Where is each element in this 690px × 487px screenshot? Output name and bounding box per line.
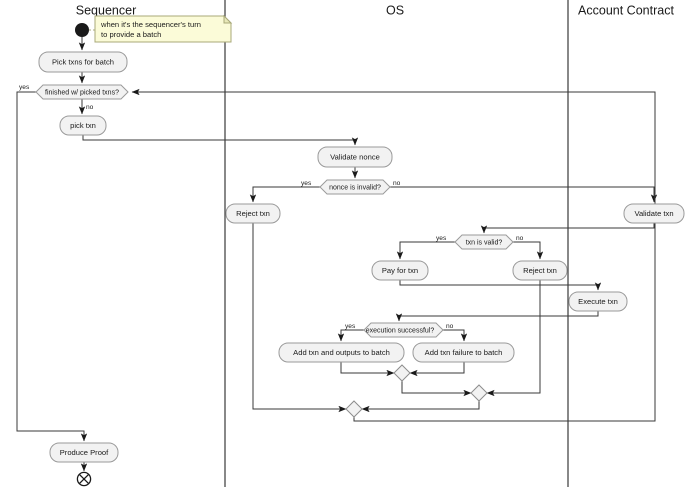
action-produce-proof-label: Produce Proof [60, 448, 109, 457]
action-produce-proof-shape[interactable] [49, 442, 119, 463]
action-pay-for-txn-shape[interactable] [371, 260, 429, 281]
edge-exec-no-to-add-failure [443, 329, 468, 342]
decision-nonce-is-invalid[interactable]: nonce is invalid? yes no [301, 179, 401, 195]
decision-nonce-shape[interactable] [319, 179, 391, 195]
decision-finished-shape[interactable] [35, 84, 129, 100]
edge-finished-yes-to-produce-proof [16, 91, 88, 442]
action-reject-txn-nonce-label: Reject txn [236, 209, 270, 218]
edge-valid-yes-to-pay-for-txn [396, 241, 455, 260]
decision-txn-valid-label: txn is valid? [466, 239, 503, 246]
start-note: when it's the sequencer's turn to provid… [89, 14, 233, 43]
swimlane-title-os: OS [386, 3, 404, 17]
action-reject-txn-nonce-shape[interactable] [225, 203, 281, 224]
action-execute-txn-shape[interactable] [568, 291, 628, 312]
action-pick-txns-for-batch-shape[interactable] [38, 51, 128, 73]
final-node-cross-2 [78, 473, 90, 485]
edge-add-failure-to-merge-inner [409, 362, 465, 377]
decision-txn-is-valid[interactable]: txn is valid? yes no [436, 234, 524, 250]
swimlane-title-account-contract: Account Contract [578, 3, 674, 17]
merge-node-inner [393, 364, 411, 382]
action-reject-txn-invalid[interactable]: Reject txn [512, 260, 568, 281]
decision-txn-valid-shape[interactable] [454, 234, 514, 250]
swimlane-dividers [224, 0, 569, 487]
note-line-1: when it's the sequencer's turn [100, 20, 201, 29]
action-add-txn-and-outputs-to-batch[interactable]: Add txn and outputs to batch [278, 342, 405, 363]
decision-execution-label: execution successful? [366, 327, 435, 334]
final-node [76, 471, 92, 487]
edge-execute-txn-to-exec-decision [395, 311, 599, 322]
edge-valid-no-to-reject-txn [513, 241, 544, 260]
action-reject-txn-nonce[interactable]: Reject txn [225, 203, 281, 224]
action-reject-txn-invalid-shape[interactable] [512, 260, 568, 281]
merge-node-outer [345, 400, 363, 418]
edge-add-outputs-to-merge-inner [340, 362, 395, 377]
action-pick-txn-label: pick txn [70, 121, 96, 130]
edge-merge-inner-to-merge-mid [401, 381, 472, 397]
merge-nodes [345, 364, 488, 418]
branch-label-nonce-no: no [393, 180, 401, 187]
action-validate-nonce-shape[interactable] [317, 146, 393, 168]
decision-nonce-label: nonce is invalid? [329, 184, 381, 191]
branch-label-valid-no: no [516, 235, 524, 242]
action-add-outputs-shape[interactable] [278, 342, 405, 363]
action-pick-txn-shape[interactable] [59, 115, 107, 136]
action-reject-txn-invalid-label: Reject txn [523, 266, 557, 275]
action-execute-txn-label: Execute txn [578, 297, 618, 306]
action-validate-txn[interactable]: Validate txn [623, 203, 685, 224]
branch-label-finished-yes: yes [19, 84, 30, 91]
action-produce-proof[interactable]: Produce Proof [49, 442, 119, 463]
action-validate-nonce-label: Validate nonce [330, 153, 380, 162]
branch-label-valid-yes: yes [436, 235, 447, 242]
action-pick-txns-for-batch-label: Pick txns for batch [52, 58, 114, 67]
action-validate-txn-shape[interactable] [623, 203, 685, 224]
initial-node [75, 23, 89, 37]
edge-reject-nonce-to-merge-outer [252, 223, 347, 413]
edge-nonce-yes-to-reject-txn [249, 186, 320, 203]
action-pay-for-txn-label: Pay for txn [382, 266, 418, 275]
decision-finished-with-picked-txns[interactable]: finished w/ picked txns? yes no [19, 84, 129, 111]
action-pay-for-txn[interactable]: Pay for txn [371, 260, 429, 281]
edge-pick-txn-to-validate-nonce [82, 135, 359, 146]
action-pick-txns-for-batch[interactable]: Pick txns for batch [38, 51, 128, 73]
note-fold-corner [223, 14, 233, 24]
action-validate-txn-label: Validate txn [634, 209, 673, 218]
action-validate-nonce[interactable]: Validate nonce [317, 146, 393, 168]
branch-label-exec-yes: yes [345, 323, 356, 330]
edge-validate-txn-to-txn-valid [480, 223, 655, 234]
edge-reject-valid-to-merge-mid [486, 280, 541, 397]
swimlane-titles: Sequencer OS Account Contract [76, 3, 675, 17]
action-add-outputs-label: Add txn and outputs to batch [293, 348, 390, 357]
branch-label-exec-no: no [446, 323, 454, 330]
branch-label-finished-no: no [86, 104, 94, 111]
edge-pay-for-txn-to-execute-txn [399, 280, 602, 291]
decision-finished-label: finished w/ picked txns? [45, 89, 119, 96]
action-execute-txn[interactable]: Execute txn [568, 291, 628, 312]
action-pick-txn[interactable]: pick txn [59, 115, 107, 136]
decision-execution-shape[interactable] [363, 322, 444, 338]
edge-merge-outer-to-finished [131, 88, 656, 422]
action-add-failure-shape[interactable] [412, 342, 515, 363]
branch-label-nonce-yes: yes [301, 180, 312, 187]
merge-node-mid [470, 384, 488, 402]
flow-edges [16, 37, 658, 472]
action-add-failure-label: Add txn failure to batch [425, 348, 503, 357]
edge-merge-mid-to-merge-outer [361, 401, 480, 413]
action-add-txn-failure-to-batch[interactable]: Add txn failure to batch [412, 342, 515, 363]
edge-nonce-no-to-validate-txn [390, 186, 658, 203]
edge-exec-yes-to-add-outputs [337, 329, 364, 342]
note-line-2: to provide a batch [101, 30, 161, 39]
swimlane-title-sequencer: Sequencer [76, 3, 136, 17]
note-body [94, 15, 232, 43]
decision-execution-successful[interactable]: execution successful? yes no [345, 322, 454, 338]
initial-node-circle [75, 23, 89, 37]
